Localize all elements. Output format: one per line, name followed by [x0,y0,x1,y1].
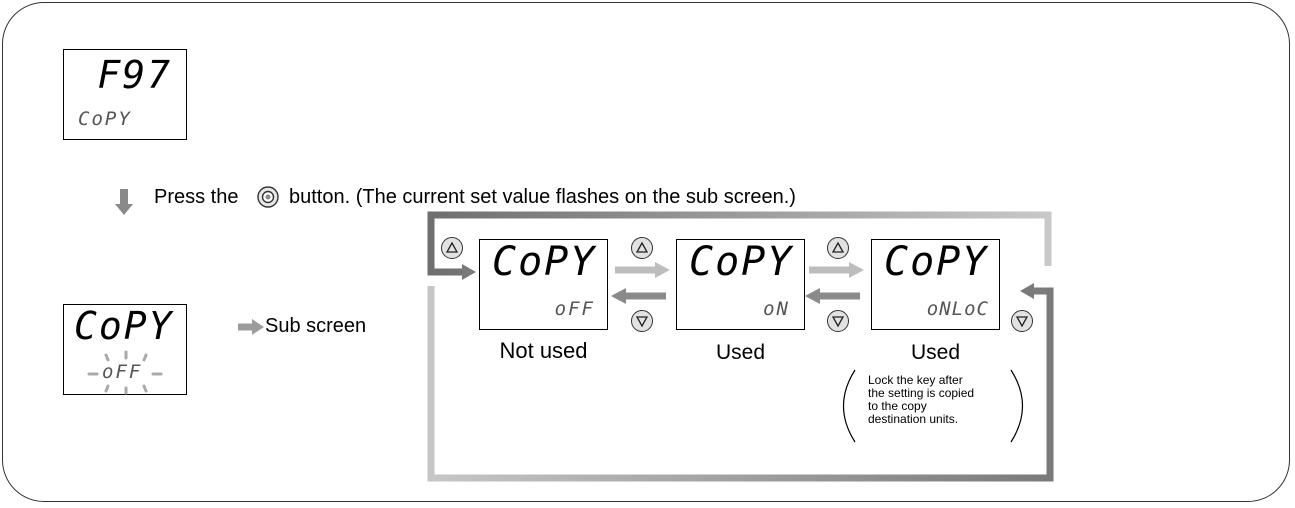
note-line: Lock the key after [868,373,963,387]
instruction-suffix: button. (The current set value flashes o… [289,186,796,208]
loop-bottom-arrowhead [1020,283,1034,299]
option-display-used-lock: CoPY oNLoC [871,239,1000,330]
lcd-sub-text: CoPY [78,108,132,130]
option-label-not-used: Not used [499,338,588,363]
flash-rays-icon [87,350,163,395]
mode-button-icon [257,186,279,208]
sub-screen-label: Sub screen [265,315,367,337]
lcd-main-text: CoPY [74,304,174,348]
loop-top-arrowhead [462,264,476,280]
option-main-text: CoPY [884,239,989,285]
lcd-display-top: F97 CoPY [63,49,187,140]
option-sub-text: oNLoC [926,298,989,320]
option-label-used: Used [715,341,766,364]
down-button-icon [631,310,653,332]
option-display-used: CoPY oN [676,239,805,330]
lcd-main-text: F97 [97,53,172,97]
note-paren-left [843,369,856,443]
down-button-icon [1011,310,1033,332]
lcd-display-flashing: CoPY oFF [63,304,187,395]
instruction-prefix: Press the [154,186,239,208]
note-paren-right [1010,369,1023,443]
lock-note: Lock the key after the setting is copied… [868,374,1018,426]
note-line: the setting is copied [868,386,975,400]
lcd-sub-text-flashing: oFF [102,361,143,383]
option-sub-text: oFF [554,298,595,320]
option-display-not-used: CoPY oFF [479,239,608,330]
option-sub-text: oN [763,298,790,320]
option-main-text: CoPY [689,239,794,285]
up-button-icon [827,237,849,259]
note-line: destination units. [868,412,959,426]
loop-bottom-path [427,286,1054,482]
up-button-icon [441,237,463,259]
diagram-frame [2,2,1290,502]
option-label-used-lock: Used [910,341,961,364]
down-button-icon [827,310,849,332]
up-button-icon [631,237,653,259]
note-line: to the copy [868,399,927,413]
loop-top-path [427,211,1052,276]
option-main-text: CoPY [492,239,597,285]
